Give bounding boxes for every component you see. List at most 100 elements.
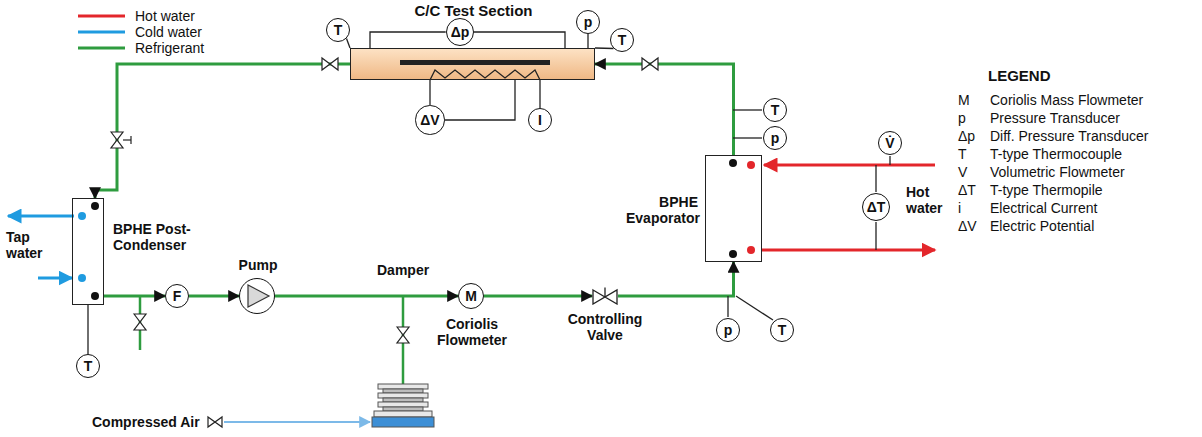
pump: Pump [239, 278, 275, 314]
legend-line-sample [78, 15, 125, 18]
tap-water-in [38, 277, 72, 280]
annotation: Compressed Air [92, 414, 200, 430]
component-label: C/C Test Section [414, 3, 532, 19]
symbol-letter: p [584, 14, 593, 30]
symbol-letter: T [771, 102, 780, 118]
thermocouple: T [76, 354, 100, 378]
voltage-meter: ΔV [415, 105, 444, 134]
test-plate [400, 60, 550, 65]
evaporator: BPHE Evaporator [705, 155, 762, 262]
symbol-letter: Δp [451, 24, 470, 40]
sensor-leader [539, 80, 540, 108]
thermocouple: T [770, 318, 794, 342]
symbol-letter: T [334, 22, 343, 38]
refrigerant-pipe [618, 262, 734, 296]
port [78, 274, 86, 282]
component-label: BPHE Evaporator [626, 194, 698, 226]
port [729, 250, 737, 258]
valve-symbol [592, 287, 618, 305]
legend-text: T-type Thermopile [990, 182, 1103, 198]
refrigerant-pipe [95, 64, 350, 198]
legend-symbol: T [958, 146, 967, 162]
legend-symbol: Δp [958, 128, 975, 144]
thermocouple: T [326, 18, 350, 42]
controlling-valve: Controlling Valve [592, 287, 618, 305]
thermocouple: T [610, 28, 634, 52]
tap-water-out [8, 215, 74, 218]
symbol-letter: T [618, 32, 627, 48]
shutoff-valve [111, 58, 658, 148]
legend-symbol: i [958, 200, 961, 216]
annotation: Hot water [906, 184, 950, 216]
legend-text: Electric Potential [990, 218, 1094, 234]
legend-line-sample [78, 47, 125, 50]
legend-symbol: p [958, 110, 966, 126]
annotation: Tap water [6, 229, 48, 261]
damper-valve [397, 327, 409, 343]
port [747, 161, 755, 169]
annotation: Damper [377, 262, 429, 278]
air-line [224, 421, 370, 423]
pressure-transducer: p [576, 10, 600, 34]
component-label: Coriolis Flowmeter [430, 316, 514, 348]
component-label: BPHE Post-Condenser [113, 221, 193, 253]
port [747, 246, 755, 254]
legend-text: Cold water [135, 24, 202, 40]
symbol-letter: T [84, 358, 93, 374]
symbol-letter: ΔT [867, 199, 886, 215]
volumetric-flowmeter: V̇ [878, 131, 902, 155]
legend-line-sample [78, 31, 125, 34]
air-valve [208, 417, 222, 427]
refrigerant-pipe [595, 64, 734, 155]
refrigerant-pipe [189, 295, 239, 298]
legend-text: Hot water [135, 8, 195, 24]
pump-symbol [248, 285, 269, 307]
component-label: Pump [239, 257, 278, 273]
coriolis-flowmeter: MCoriolis Flowmeter [458, 283, 484, 309]
legend-text: Coriolis Mass Flowmeter [990, 92, 1143, 108]
sensor-leader [370, 32, 446, 48]
port [729, 159, 737, 167]
legend-text: Volumetric Flowmeter [990, 164, 1125, 180]
sensor-leader [429, 80, 430, 105]
port [91, 292, 99, 300]
legend-symbol: V [958, 164, 967, 180]
sensor-leader [347, 39, 351, 49]
symbol-letter: T [778, 322, 787, 338]
test-section-body [350, 48, 595, 80]
heater-coil [430, 70, 540, 80]
post-condenser: BPHE Post-Condenser [72, 198, 104, 305]
pressure-transducer: p [716, 318, 740, 342]
legend-text: Electrical Current [990, 200, 1097, 216]
symbol-letter: I [538, 112, 542, 128]
component-label: Controlling Valve [563, 311, 647, 343]
drain-valve [134, 314, 146, 330]
legend-text: Pressure Transducer [990, 110, 1120, 126]
thermocouple: T [763, 98, 787, 122]
sensor-leader [587, 34, 588, 48]
evaporator-plate [705, 155, 762, 262]
damper-bellows [372, 384, 434, 427]
legend-symbol: ΔT [958, 182, 976, 198]
pressure-transducer: p [763, 126, 787, 150]
annotation: LEGEND [988, 68, 1051, 84]
symbol-letter: V̇ [885, 135, 894, 151]
port [78, 212, 86, 220]
symbol-letter: M [465, 288, 477, 304]
thermopile: ΔT [862, 193, 891, 222]
legend-text: Diff. Pressure Transducer [990, 128, 1148, 144]
dp-bracket [474, 32, 565, 48]
symbol-letter: p [771, 130, 780, 146]
current-meter: I [528, 108, 552, 132]
symbol-letter: F [173, 288, 182, 304]
voltage-wire [444, 80, 515, 120]
hot-water-in [764, 164, 935, 167]
symbol-letter: p [724, 322, 733, 338]
sensor-leader [595, 47, 614, 49]
legend-symbol: ΔV [958, 218, 977, 234]
refrigerant-pipe [275, 295, 458, 298]
legend-text: Refrigerant [135, 40, 204, 56]
sensor-leader [728, 110, 890, 320]
port [91, 202, 99, 210]
hot-water-out [762, 249, 935, 252]
